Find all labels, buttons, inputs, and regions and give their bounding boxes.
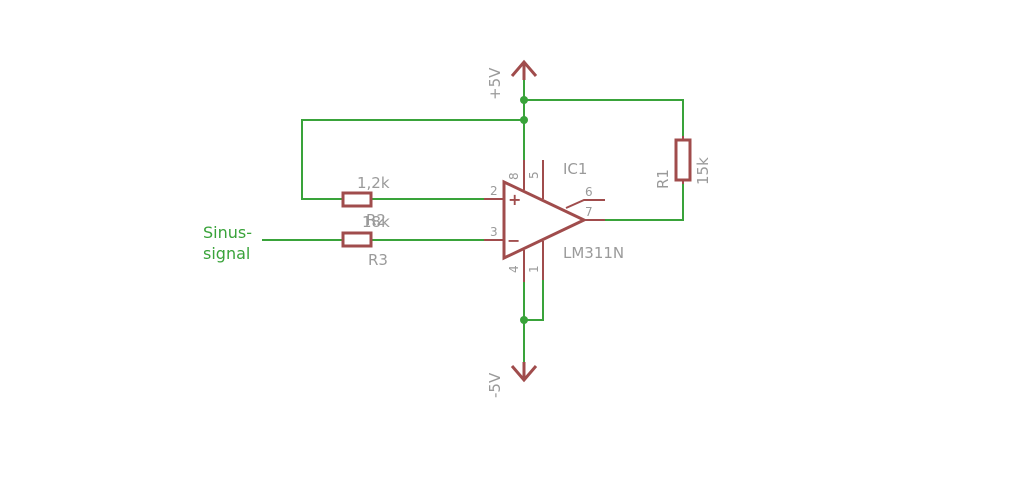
pin-number-8: 8 [507, 172, 521, 180]
vee-label: -5V [486, 372, 504, 398]
junction-vee [520, 316, 528, 324]
pin-number-2: 2 [490, 184, 498, 198]
input-net-label: Sinus- signal [203, 223, 252, 263]
resistor-r2: 1,2k R2 [341, 174, 390, 229]
vcc-label: +5V [486, 67, 504, 100]
wires [262, 78, 684, 370]
r3-name: R3 [368, 251, 388, 269]
r3-value: 18k [362, 213, 390, 231]
r2-value: 1,2k [357, 174, 390, 192]
resistor-r1: R1 15k [654, 136, 712, 189]
r1-value: 15k [694, 157, 712, 185]
ic1-comparator: + − 2 3 8 5 4 1 6 7 IC1 LM311N [484, 160, 624, 282]
comparator-triangle [502, 179, 588, 261]
wire-output-to-r1 [605, 181, 684, 221]
r1-name: R1 [654, 169, 672, 189]
r2-name: R2 [366, 211, 386, 229]
pin-number-4: 4 [507, 265, 521, 273]
wire-vcc-to-r1 [524, 99, 684, 138]
pin-number-1: 1 [527, 265, 541, 273]
pin-number-5: 5 [527, 171, 541, 179]
wire-feedback-loop [301, 119, 524, 200]
minus-sign: − [507, 231, 520, 250]
r2-body [341, 191, 373, 208]
pin-6-stub [565, 199, 605, 209]
resistor-r3: 18k R3 [341, 213, 390, 269]
wire-pin1-to-vee [524, 280, 544, 321]
junctions [520, 96, 528, 324]
vcc-symbol: +5V [486, 59, 538, 100]
plus-sign: + [508, 190, 521, 209]
input-label-line2: signal [203, 244, 250, 263]
ic1-value: LM311N [563, 244, 624, 262]
pin-number-7: 7 [585, 205, 593, 219]
vee-symbol: -5V [486, 362, 538, 398]
junction-vcc-r1 [520, 96, 528, 104]
r3-body [341, 231, 373, 248]
pin-number-6: 6 [585, 185, 593, 199]
pin-number-3: 3 [490, 225, 498, 239]
input-label-line1: Sinus- [203, 223, 252, 242]
r1-body [674, 138, 692, 182]
junction-vcc-feedback [520, 116, 528, 124]
ic1-name: IC1 [563, 160, 587, 178]
